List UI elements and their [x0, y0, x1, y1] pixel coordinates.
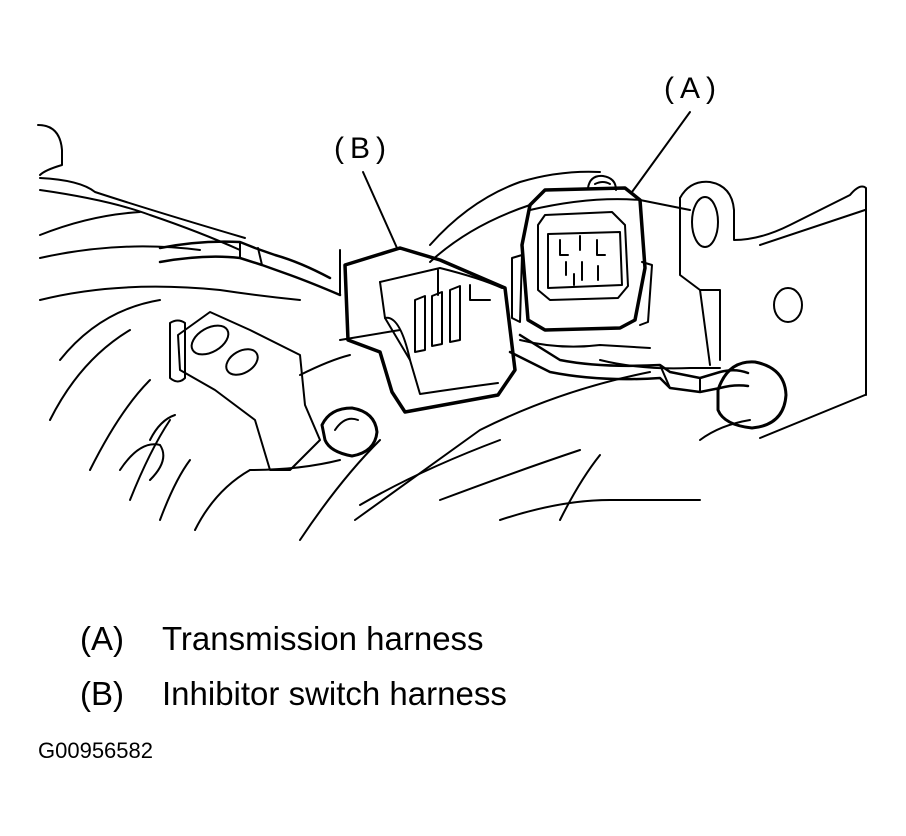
transmission-housing: [37, 124, 866, 541]
legend-key: (B): [80, 675, 124, 712]
mounting-bracket-left: [169, 311, 321, 471]
bolt-right: [716, 360, 788, 430]
legend-key: (A): [80, 620, 124, 657]
leader-lines: [362, 111, 691, 249]
harness-wires: [158, 240, 750, 394]
harness-diagram: [37, 111, 867, 541]
connector-a: [511, 174, 653, 332]
legend-row-a: (A) Transmission harness: [80, 620, 484, 658]
figure-id: G00956582: [38, 738, 153, 763]
callout-label-a: (A): [664, 72, 722, 105]
leader-line-a: [631, 111, 691, 193]
connector-b: [343, 246, 517, 414]
mounting-bracket-right: [679, 180, 867, 396]
callout-label-b: (B): [334, 132, 392, 165]
legend-row-b: (B) Inhibitor switch harness: [80, 675, 507, 713]
bolt-left: [320, 406, 379, 458]
legend-text: Transmission harness: [162, 620, 484, 657]
legend-text: Inhibitor switch harness: [162, 675, 507, 712]
leader-line-b: [362, 171, 398, 249]
